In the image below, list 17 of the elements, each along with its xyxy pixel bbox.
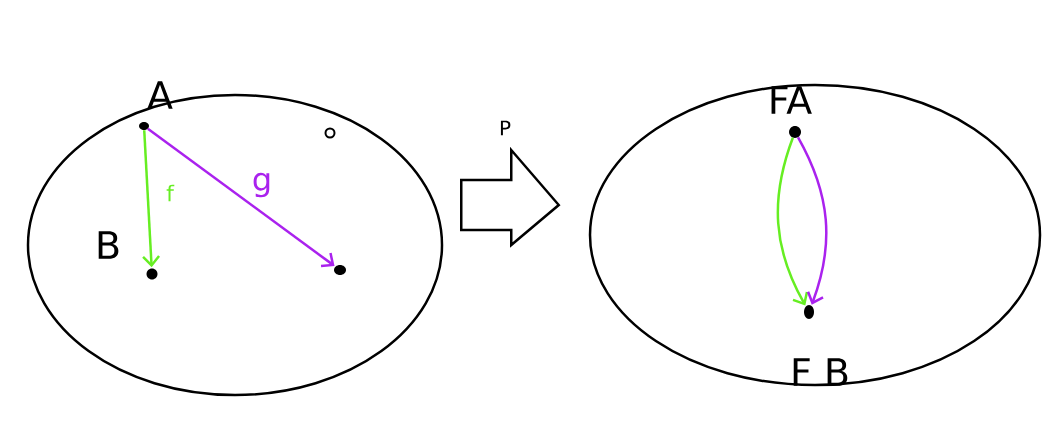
edge-label: P — [500, 120, 511, 136]
point — [324, 127, 336, 139]
arrow — [796, 136, 828, 305]
edge-label: g — [253, 172, 270, 198]
point — [804, 305, 814, 319]
arrow — [776, 137, 809, 306]
point — [146, 268, 158, 280]
arrow — [142, 130, 160, 268]
point — [139, 122, 149, 130]
point-label: B — [98, 231, 119, 259]
edge-label: f — [166, 184, 175, 202]
point — [789, 126, 801, 138]
arrow — [147, 127, 335, 268]
point — [334, 265, 346, 275]
block-arrow — [460, 146, 561, 248]
point-label: A — [147, 81, 173, 109]
ellipse-outline — [588, 83, 1042, 387]
